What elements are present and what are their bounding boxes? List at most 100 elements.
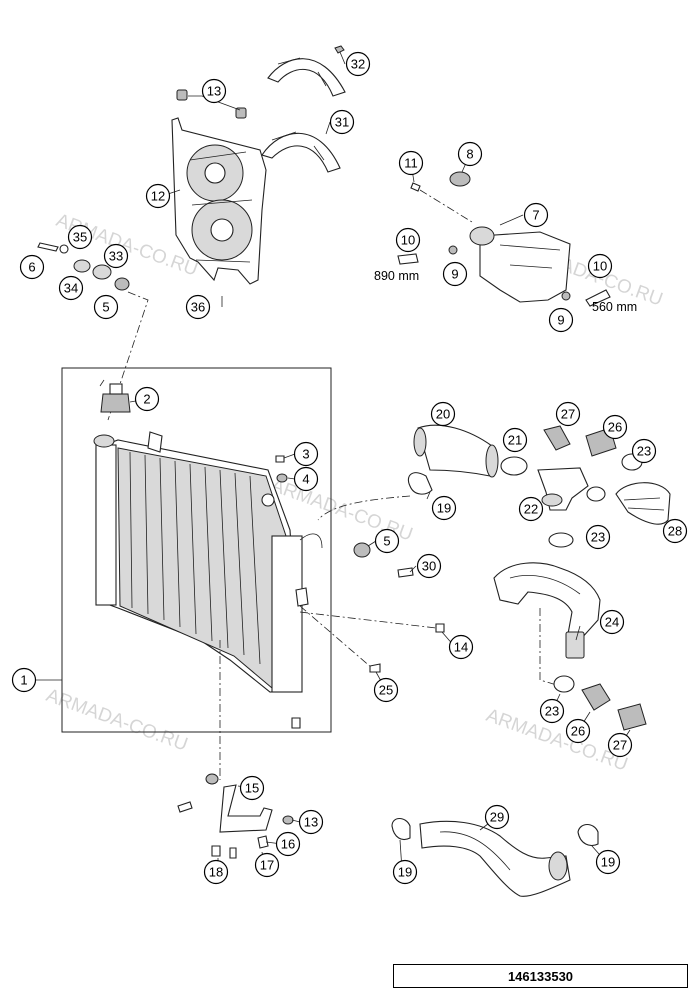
lower-bracket (177, 640, 294, 859)
callout-29: 29 (484, 804, 510, 830)
callout-13: 13 (201, 78, 227, 104)
callout-number: 20 (436, 407, 450, 422)
callout-19: 19 (431, 495, 457, 521)
callout-number: 2 (143, 392, 150, 407)
callout-number: 19 (601, 855, 615, 870)
callout-6: 6 (19, 254, 45, 280)
callout-number: 29 (490, 810, 504, 825)
radiator-cap (99, 379, 131, 413)
callout-number: 9 (557, 313, 564, 328)
callout-1: 1 (11, 667, 37, 693)
callout-number: 27 (613, 738, 627, 753)
callout-27: 27 (555, 401, 581, 427)
fan-guards (261, 45, 346, 173)
callout-number: 22 (524, 502, 538, 517)
callout-number: 33 (109, 249, 123, 264)
callout-number: 31 (335, 115, 349, 130)
callout-5: 5 (93, 294, 119, 320)
grommet (176, 89, 188, 101)
callout-number: 16 (281, 837, 295, 852)
callout-26: 26 (565, 718, 591, 744)
callout-36: 36 (185, 294, 211, 320)
callout-35: 35 (67, 224, 93, 250)
callout-23: 23 (539, 698, 565, 724)
upper-hose (317, 424, 499, 521)
watermark-text: ARMADA-CO.RU (43, 685, 190, 756)
drawing-number: 146133530 (507, 968, 574, 984)
callout-24: 24 (599, 609, 625, 635)
callout-number: 13 (304, 815, 318, 830)
callout-28: 28 (662, 518, 688, 544)
radiator-hardware (275, 455, 445, 729)
callout-number: 27 (561, 407, 575, 422)
callout-number: 17 (260, 858, 274, 873)
callout-33: 33 (103, 243, 129, 269)
callout-number: 5 (383, 534, 390, 549)
callout-number: 19 (437, 501, 451, 516)
callout-number: 3 (302, 447, 309, 462)
callout-27: 27 (607, 732, 633, 758)
callout-32: 32 (345, 51, 371, 77)
callout-number: 7 (532, 208, 539, 223)
callout-number: 11 (404, 156, 418, 171)
callout-23: 23 (631, 438, 657, 464)
callout-number: 23 (545, 704, 559, 719)
callout-number: 6 (28, 260, 35, 275)
grommet (235, 107, 247, 119)
callout-number: 18 (209, 865, 223, 880)
callout-7: 7 (523, 202, 549, 228)
callout-13: 13 (298, 809, 324, 835)
mounting-hardware-left (37, 242, 149, 421)
callout-number: 23 (637, 444, 651, 459)
drawing-number-box: 146133530 (393, 964, 688, 988)
radiator (93, 431, 323, 693)
lower-hose-29 (391, 817, 599, 897)
callout-12: 12 (145, 183, 171, 209)
callout-number: 24 (605, 615, 619, 630)
callout-number: 34 (64, 281, 78, 296)
hose-length-right: 560 mm (592, 300, 637, 314)
callout-number: 36 (191, 300, 205, 315)
lower-thermostat-parts (553, 675, 647, 731)
callout-10: 10 (395, 227, 421, 253)
callout-10: 10 (587, 253, 613, 279)
callout-number: 26 (571, 724, 585, 739)
expansion-tank (410, 171, 571, 303)
callout-15: 15 (239, 775, 265, 801)
callout-9: 9 (548, 307, 574, 333)
callout-number: 13 (207, 84, 221, 99)
callout-5: 5 (374, 528, 400, 554)
callout-23: 23 (585, 524, 611, 550)
callout-number: 19 (398, 865, 412, 880)
callout-31: 31 (329, 109, 355, 135)
callout-22: 22 (518, 496, 544, 522)
callout-number: 21 (508, 433, 522, 448)
callout-number: 8 (466, 147, 473, 162)
callout-19: 19 (392, 859, 418, 885)
callout-number: 30 (422, 559, 436, 574)
callout-number: 10 (593, 259, 607, 274)
callout-number: 1 (20, 673, 27, 688)
hose-length-left: 890 mm (374, 269, 419, 283)
bleed-hoses (397, 245, 611, 307)
callout-9: 9 (442, 261, 468, 287)
callout-17: 17 (254, 852, 280, 878)
callout-20: 20 (430, 401, 456, 427)
callout-number: 35 (73, 230, 87, 245)
callout-2: 2 (134, 386, 160, 412)
callout-number: 26 (608, 420, 622, 435)
callout-number: 4 (302, 472, 309, 487)
callout-21: 21 (502, 427, 528, 453)
callout-4: 4 (293, 466, 319, 492)
callout-number: 32 (351, 57, 365, 72)
callout-25: 25 (373, 677, 399, 703)
callout-number: 15 (245, 781, 259, 796)
callout-number: 28 (668, 524, 682, 539)
callout-number: 14 (454, 640, 468, 655)
callout-number: 25 (379, 683, 393, 698)
callout-19: 19 (595, 849, 621, 875)
radiator-assembly-frame (61, 367, 332, 733)
callout-11: 11 (398, 150, 424, 176)
callout-number: 10 (401, 233, 415, 248)
